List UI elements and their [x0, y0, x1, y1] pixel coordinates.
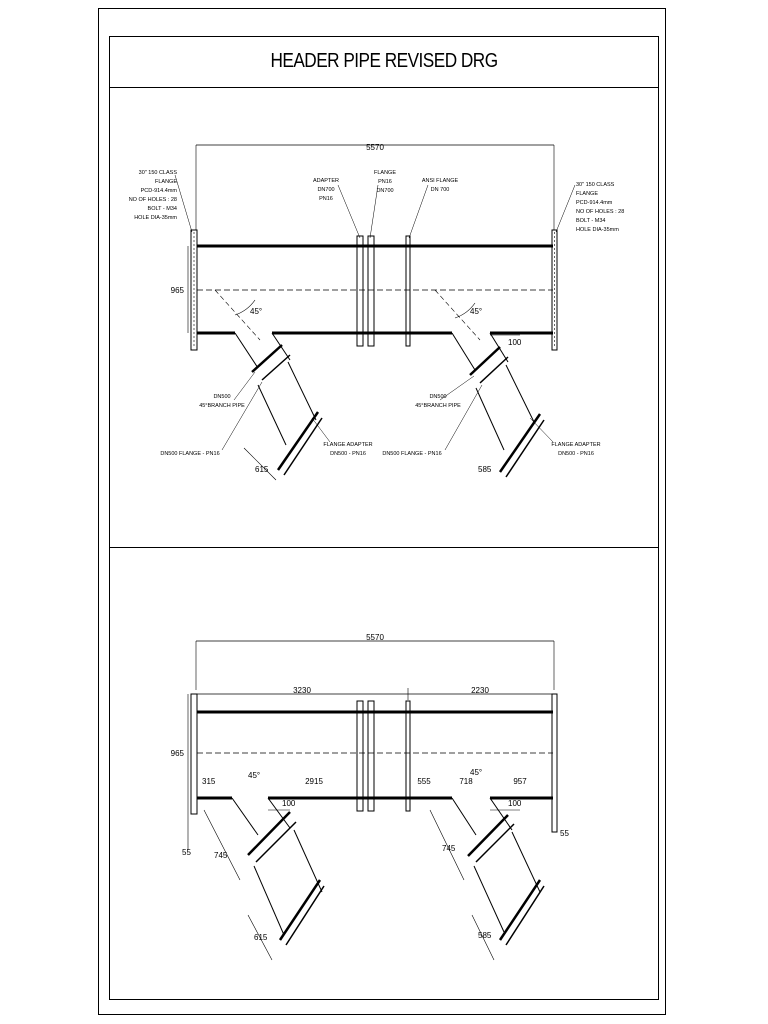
bottom-dim-555: 555: [417, 777, 431, 786]
drawing-title: HEADER PIPE REVISED DRG: [270, 50, 498, 72]
bottom-view: [187, 640, 558, 961]
svg-text:DN700: DN700: [376, 188, 393, 194]
top-angle-left: 45°: [250, 307, 262, 316]
top-ansi-flange: [405, 235, 411, 347]
svg-text:PCD-914.4mm: PCD-914.4mm: [141, 188, 178, 194]
svg-text:ANSI FLANGE: ANSI FLANGE: [422, 178, 459, 184]
bottom-height-label: 965: [171, 749, 185, 758]
bottom-left-end-flange: [190, 693, 198, 815]
svg-text:DN500 - PN16: DN500 - PN16: [558, 451, 594, 457]
top-angle-right: 45°: [470, 307, 482, 316]
svg-text:45°BRANCH PIPE: 45°BRANCH PIPE: [415, 403, 461, 409]
svg-text:NO OF HOLES : 28: NO OF HOLES : 28: [576, 209, 624, 215]
bottom-seg-right: 2230: [471, 686, 489, 695]
svg-text:FLANGE: FLANGE: [155, 179, 177, 185]
bottom-offset-left: 100: [282, 799, 296, 808]
top-label-dn500-left: DN500 FLANGE - PN16: [160, 451, 219, 457]
top-leaders: [174, 174, 576, 451]
svg-text:FLANGE ADAPTER: FLANGE ADAPTER: [551, 442, 600, 448]
bottom-branch-745-left: 745: [214, 851, 228, 860]
svg-text:DN 700: DN 700: [431, 187, 450, 193]
top-height-label: 965: [171, 286, 185, 295]
svg-text:DN500 - PN16: DN500 - PN16: [330, 451, 366, 457]
top-branch-len-right: 585: [478, 465, 492, 474]
bottom-right-end-flange: [551, 693, 558, 833]
top-label-branch-left: DN500 45°BRANCH PIPE: [199, 394, 245, 409]
bottom-seg-left: 3230: [293, 686, 311, 695]
svg-text:30" 150 CLASS: 30" 150 CLASS: [139, 170, 178, 176]
top-left-branch: [214, 289, 323, 481]
top-adapter-flange-2: [367, 235, 375, 347]
bottom-branch-len-left: 615: [254, 933, 268, 942]
top-branch-len-left: 615: [255, 465, 269, 474]
top-left-flange-adapter: [276, 411, 320, 471]
top-label-flange-left: 30" 150 CLASS FLANGE PCD-914.4mm NO OF H…: [129, 170, 178, 221]
bottom-dim-957: 957: [513, 777, 527, 786]
svg-text:NO OF HOLES : 28: NO OF HOLES : 28: [129, 197, 177, 203]
top-right-end-flange: [551, 229, 558, 351]
svg-text:DN500: DN500: [213, 394, 230, 400]
bottom-angle-left: 45°: [248, 771, 260, 780]
top-label-ansi-flange: ANSI FLANGE DN 700: [422, 178, 459, 193]
svg-text:DN500: DN500: [429, 394, 446, 400]
top-left-branch-flange: [251, 344, 283, 373]
svg-text:PN16: PN16: [319, 196, 333, 202]
bottom-angle-right: 45°: [470, 768, 482, 777]
top-right-branch: [434, 289, 545, 478]
top-label-dn500-right: DN500 FLANGE - PN16: [382, 451, 441, 457]
svg-text:DN700: DN700: [317, 187, 334, 193]
svg-text:HOLE DIA-35mm: HOLE DIA-35mm: [576, 227, 619, 233]
bottom-overall-length: 5570: [366, 633, 384, 642]
svg-text:45°BRANCH PIPE: 45°BRANCH PIPE: [199, 403, 245, 409]
svg-text:BOLT - M34: BOLT - M34: [576, 218, 605, 224]
bottom-offset-right: 100: [508, 799, 522, 808]
svg-text:HOLE DIA-35mm: HOLE DIA-35mm: [134, 215, 177, 221]
bottom-branch-745-right: 745: [442, 844, 456, 853]
svg-text:FLANGE ADAPTER: FLANGE ADAPTER: [323, 442, 372, 448]
bottom-dim-718: 718: [459, 777, 473, 786]
bottom-branch-len-right: 585: [478, 931, 492, 940]
svg-text:FLANGE: FLANGE: [374, 170, 396, 176]
top-label-branch-right: DN500 45°BRANCH PIPE: [415, 394, 461, 409]
title-block: HEADER PIPE REVISED DRG: [109, 36, 659, 88]
top-view: [174, 144, 576, 481]
top-overall-length: 5570: [366, 143, 384, 152]
svg-text:PN16: PN16: [378, 179, 392, 185]
bottom-dim-2915: 2915: [305, 777, 323, 786]
svg-text:BOLT - M34: BOLT - M34: [148, 206, 177, 212]
top-label-flange-right: 30" 150 CLASS FLANGE PCD-914.4mm NO OF H…: [576, 182, 624, 233]
bottom-left-branch: [203, 797, 325, 961]
top-label-flange-mid: FLANGE PN16 DN700: [374, 170, 396, 194]
top-offset-right: 100: [508, 338, 522, 347]
top-label-fa-left: FLANGE ADAPTER DN500 - PN16: [323, 442, 372, 457]
top-label-fa-right: FLANGE ADAPTER DN500 - PN16: [551, 442, 600, 457]
top-adapter-flange-1: [356, 235, 364, 347]
svg-text:ADAPTER: ADAPTER: [313, 178, 339, 184]
bottom-dim-55-right: 55: [560, 829, 569, 838]
svg-text:30" 150 CLASS: 30" 150 CLASS: [576, 182, 615, 188]
drawing-frame: [109, 36, 659, 1000]
top-label-adapter: ADAPTER DN700 PN16: [313, 178, 339, 202]
drawing-sheet-border: [98, 8, 666, 1015]
view-divider: [109, 547, 659, 548]
svg-text:PCD-914.4mm: PCD-914.4mm: [576, 200, 613, 206]
bottom-dim-315: 315: [202, 777, 216, 786]
bottom-right-branch: [429, 797, 545, 961]
bottom-dim-55-left: 55: [182, 848, 191, 857]
svg-text:FLANGE: FLANGE: [576, 191, 598, 197]
top-left-end-flange: [190, 229, 198, 351]
